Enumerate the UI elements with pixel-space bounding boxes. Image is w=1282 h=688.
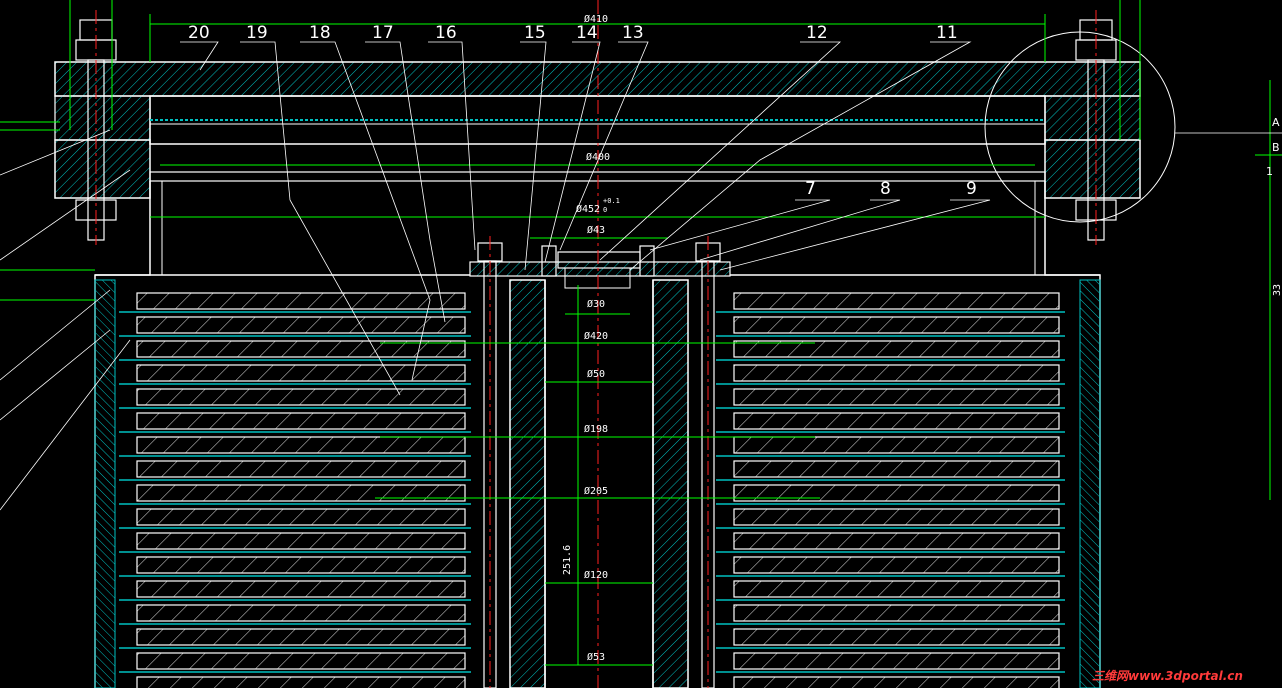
plate — [733, 316, 1060, 334]
side-mark-b: B — [1272, 141, 1280, 154]
plate — [136, 508, 466, 526]
part-label-19: 19 — [246, 23, 268, 43]
part-label-8: 8 — [880, 179, 891, 199]
plate — [733, 508, 1060, 526]
plate — [733, 388, 1060, 406]
dim-d410: Ø410 — [584, 13, 608, 25]
plate — [136, 628, 466, 646]
part-label-7: 7 — [805, 179, 816, 199]
plate — [136, 364, 466, 382]
dim-d400: Ø400 — [586, 151, 610, 163]
part-label-16: 16 — [435, 23, 457, 43]
part-labels: 20 19 18 17 16 15 14 13 12 11 7 8 9 — [188, 23, 977, 199]
plate — [136, 556, 466, 574]
dim-d452: Ø452 — [576, 203, 600, 215]
dim-d50: Ø50 — [587, 368, 605, 380]
plate — [733, 532, 1060, 550]
plate — [136, 580, 466, 598]
side-mark-a: A — [1272, 116, 1280, 129]
central-tube — [469, 245, 731, 688]
plate — [733, 484, 1060, 502]
plate — [136, 532, 466, 550]
part-label-15: 15 — [524, 23, 546, 43]
dim-tol-zero: 0 — [603, 206, 607, 214]
plate — [136, 436, 466, 454]
plate — [733, 292, 1060, 310]
dim-tol-plus: +0.1 — [603, 197, 620, 205]
plate — [733, 412, 1060, 430]
leader-lines — [0, 41, 1282, 511]
part-label-12: 12 — [806, 23, 828, 43]
plate — [733, 628, 1060, 646]
side-mark-1: 1 — [1266, 165, 1273, 178]
cylinder-body — [94, 181, 1101, 688]
plate — [733, 676, 1060, 688]
plate — [136, 340, 466, 358]
plate — [733, 604, 1060, 622]
plate — [136, 484, 466, 502]
watermark: 三维网www.3dportal.cn — [1092, 669, 1243, 683]
plate — [136, 316, 466, 334]
plate — [733, 364, 1060, 382]
plate — [136, 412, 466, 430]
dim-d205: Ø205 — [584, 485, 608, 497]
dim-d30: Ø30 — [587, 298, 605, 310]
plate — [733, 652, 1060, 670]
part-label-20: 20 — [188, 23, 210, 43]
plate — [136, 604, 466, 622]
plate — [136, 652, 466, 670]
dim-d198: Ø198 — [584, 423, 608, 435]
part-label-11: 11 — [936, 23, 958, 43]
dim-right-33: 33 — [1272, 284, 1282, 296]
part-label-13: 13 — [622, 23, 644, 43]
centerlines — [95, 0, 1097, 688]
dimension-texts: Ø410 Ø400 Ø452 +0.1 0 Ø43 Ø30 Ø420 Ø50 Ø… — [562, 13, 1282, 663]
plate — [733, 340, 1060, 358]
part-label-18: 18 — [309, 23, 331, 43]
part-label-17: 17 — [372, 23, 394, 43]
dim-d120: Ø120 — [584, 569, 608, 581]
plate — [733, 460, 1060, 478]
plate — [136, 676, 466, 688]
plate — [733, 556, 1060, 574]
plate — [136, 292, 466, 310]
plate-stack-right — [716, 292, 1065, 688]
part-label-9: 9 — [966, 179, 977, 199]
plate — [733, 580, 1060, 598]
plate — [733, 436, 1060, 454]
plate — [136, 388, 466, 406]
plate-stack-left — [119, 292, 471, 688]
side-marks: A B 1 — [1266, 116, 1280, 178]
dim-d43: Ø43 — [587, 224, 605, 236]
plate — [136, 460, 466, 478]
dim-d53: Ø53 — [587, 651, 605, 663]
part-label-14: 14 — [576, 23, 598, 43]
dim-length-251: 251.6 — [562, 545, 573, 575]
dim-d420: Ø420 — [584, 330, 608, 342]
